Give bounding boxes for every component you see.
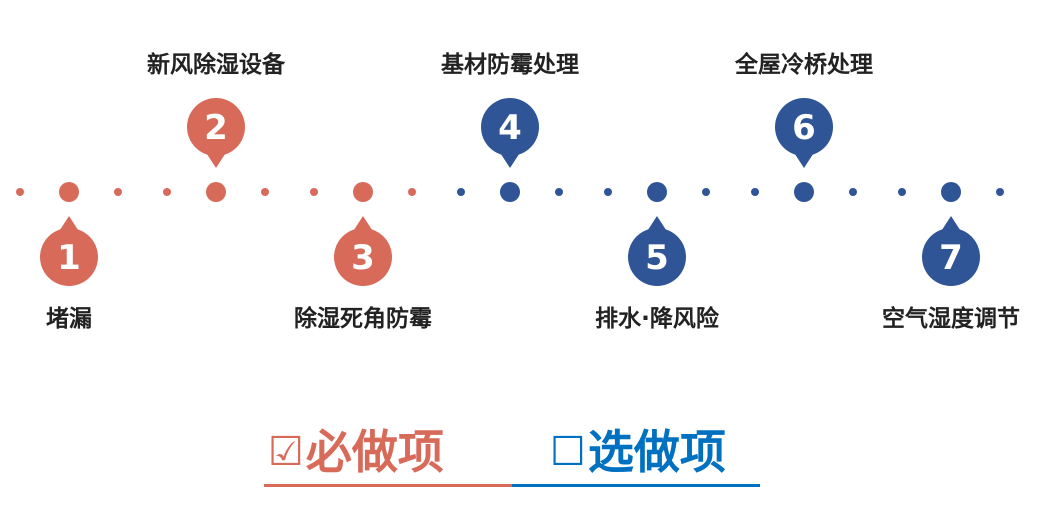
step-number: 6 <box>792 108 816 148</box>
step-number: 4 <box>498 108 522 148</box>
timeline-node <box>59 182 79 202</box>
step-pin <box>187 98 245 156</box>
step-pin <box>922 228 980 286</box>
step-label: 除湿死角防霉 <box>294 306 432 332</box>
timeline-node <box>647 182 667 202</box>
timeline-node <box>500 182 520 202</box>
legend-optional: ☐ 选做项 <box>550 422 726 482</box>
step-label: 新风除湿设备 <box>147 52 285 78</box>
timeline-dot <box>114 188 122 196</box>
step-label: 基材防霉处理 <box>441 52 579 78</box>
legend-optional-underline <box>512 484 760 487</box>
step-pin <box>334 228 392 286</box>
timeline-node <box>941 182 961 202</box>
timeline-dot <box>555 188 563 196</box>
checked-box-icon: ☑ <box>268 429 304 475</box>
step-number: 3 <box>351 238 375 278</box>
legend-required: ☑ 必做项 <box>268 422 444 482</box>
step-number: 1 <box>57 238 81 278</box>
timeline-dot <box>457 188 465 196</box>
timeline-dot <box>702 188 710 196</box>
step-label: 全屋冷桥处理 <box>735 52 873 78</box>
step-number: 2 <box>204 108 228 148</box>
step-pin <box>628 228 686 286</box>
step-number: 5 <box>645 238 669 278</box>
legend-required-label: 必做项 <box>305 425 444 479</box>
timeline-dot <box>898 188 906 196</box>
legend-required-underline <box>264 484 512 487</box>
timeline-dot <box>310 188 318 196</box>
timeline-node <box>794 182 814 202</box>
timeline-dot <box>751 188 759 196</box>
timeline-dot <box>16 188 24 196</box>
timeline-dot <box>604 188 612 196</box>
timeline-node <box>206 182 226 202</box>
timeline-dot <box>261 188 269 196</box>
timeline-dot <box>849 188 857 196</box>
step-pin <box>775 98 833 156</box>
step-label: 堵漏 <box>46 306 92 332</box>
step-number: 7 <box>939 238 963 278</box>
step-pin <box>481 98 539 156</box>
step-pin <box>40 228 98 286</box>
step-label: 空气湿度调节 <box>882 306 1020 332</box>
timeline-dot <box>996 188 1004 196</box>
legend-optional-label: 选做项 <box>587 425 726 479</box>
step-label: 排水·降风险 <box>595 306 719 332</box>
timeline-dot <box>408 188 416 196</box>
timeline-node <box>353 182 373 202</box>
timeline-dot <box>163 188 171 196</box>
unchecked-box-icon: ☐ <box>550 429 586 475</box>
